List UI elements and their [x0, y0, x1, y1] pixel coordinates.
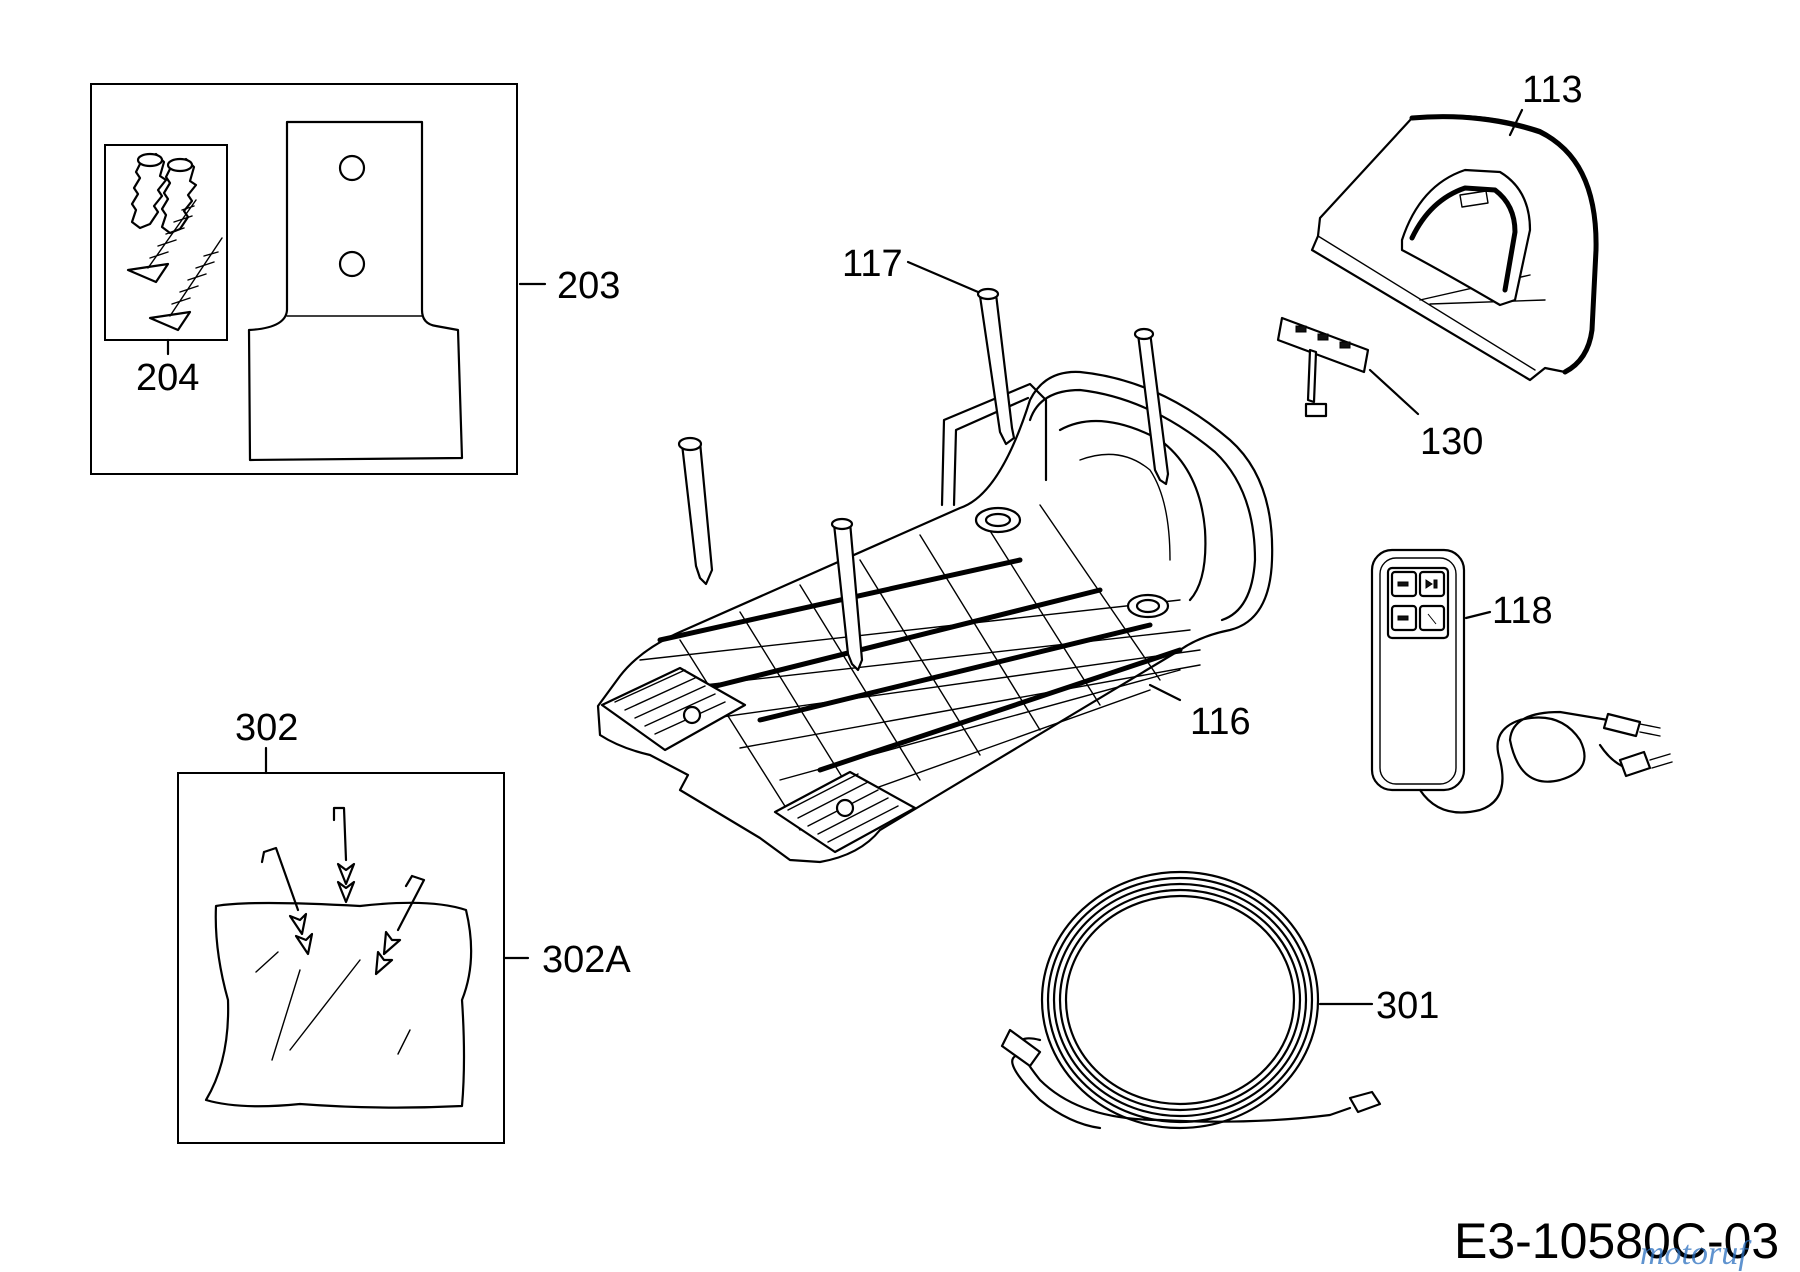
circuit-board-group: 130 [1276, 316, 1483, 463]
remote-control-group: 118 [1370, 548, 1673, 814]
label-113: 113 [1522, 69, 1583, 111]
label-203: 203 [557, 265, 620, 307]
diagram-code: E3-10580C-03 [1454, 1213, 1779, 1269]
garage-cover-group: 113 [1310, 69, 1599, 382]
screws-and-dowels-icon [126, 152, 223, 332]
label-301: 301 [1376, 985, 1439, 1027]
label-302A: 302A [542, 939, 631, 981]
wall-mount-kit-box [90, 83, 518, 475]
charging-base-plate-group: 116 [596, 370, 1274, 864]
wall-bracket-icon [247, 120, 464, 462]
watermark-logo: motoruf [1640, 1235, 1752, 1272]
label-118: 118 [1492, 590, 1553, 632]
screw-kit-box [104, 144, 228, 341]
wall-mount-kit-group: 203 204 [90, 83, 620, 475]
label-116: 116 [1190, 701, 1251, 743]
label-130: 130 [1420, 421, 1483, 463]
ground-pegs-group: 117 [677, 243, 1170, 672]
hooks-bag-group: 302 302A [177, 707, 631, 1144]
label-204: 204 [136, 357, 199, 399]
power-cable-coil-group: 301 [1000, 870, 1439, 1130]
label-117: 117 [842, 243, 903, 285]
label-302: 302 [235, 707, 298, 749]
